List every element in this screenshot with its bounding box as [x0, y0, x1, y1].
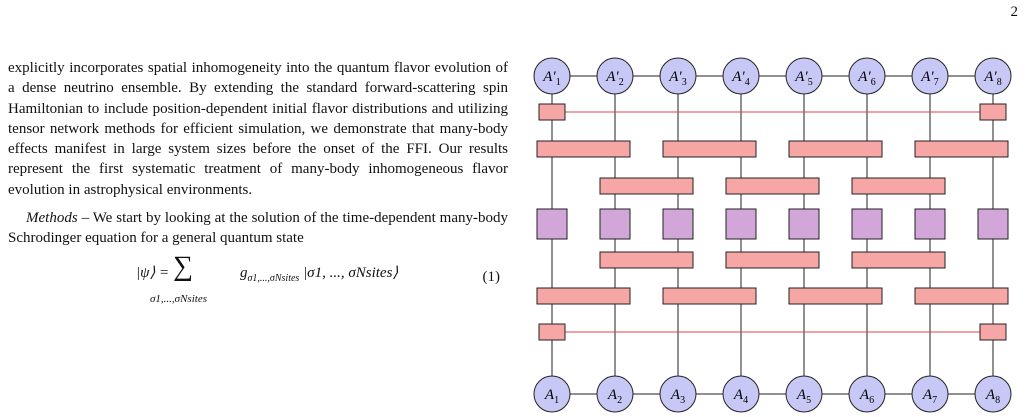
top-node-8-label: A′8	[983, 69, 1001, 88]
top-node-5-label: A′5	[794, 69, 812, 88]
gate-row4-4	[725, 251, 820, 269]
single-gate-6	[851, 208, 883, 240]
bottom-node-3-label: A3	[670, 387, 685, 406]
top-node-6	[848, 57, 886, 95]
end-gate-bottom-left	[538, 323, 566, 341]
gate-row1-7	[914, 140, 1009, 158]
summation-symbol: ∑	[173, 250, 193, 282]
single-gate-1	[536, 208, 568, 240]
bottom-node-8-label: A8	[985, 387, 1000, 406]
bottom-node-4-label: A4	[733, 387, 748, 406]
top-node-7	[911, 57, 949, 95]
top-node-2-label: A′2	[605, 69, 623, 88]
top-node-8	[974, 57, 1012, 95]
top-node-4-label: A′4	[731, 69, 749, 88]
equation-1: |ψ⟩ = ∑ σ1,...,σNsites gσ1,...,σNsites |…	[8, 252, 508, 313]
top-node-7-label: A′7	[920, 69, 938, 88]
bottom-node-1-label: A1	[544, 387, 559, 406]
gate-row5-3	[662, 287, 757, 305]
bottom-node-2	[596, 375, 634, 413]
methods-text: – We start by looking at the solution of…	[8, 210, 508, 247]
top-node-1	[533, 57, 571, 95]
bottom-node-7	[911, 375, 949, 413]
top-node-4	[722, 57, 760, 95]
top-node-6-label: A′6	[857, 69, 875, 88]
top-node-3	[659, 57, 697, 95]
gate-row2-2	[599, 177, 694, 195]
single-gate-7	[914, 208, 946, 240]
end-gate-top-left	[538, 103, 566, 121]
single-gate-5	[788, 208, 820, 240]
bottom-node-1	[533, 375, 571, 413]
bottom-node-7-label: A7	[922, 387, 937, 406]
methods-heading: Methods	[26, 210, 78, 227]
top-node-1-label: A′1	[542, 69, 560, 88]
single-gate-8	[977, 208, 1009, 240]
bottom-node-2-label: A2	[607, 387, 622, 406]
bottom-node-3	[659, 375, 697, 413]
bottom-node-5	[785, 375, 823, 413]
gate-row2-4	[725, 177, 820, 195]
tensor-network-diagram: A′1 A′2 A′3 A′4 A′5 A′6 A′7 A′8A1 A2 A3 A4 A5 A6 A7 A8	[533, 57, 1012, 413]
summation-subscript: σ1,...,σNsites	[150, 292, 207, 305]
text-column: explicitly incorporates spatial inhomoge…	[8, 58, 508, 313]
end-gate-bottom-right	[979, 323, 1007, 341]
gate-row1-5	[788, 140, 883, 158]
gate-row5-1	[536, 287, 631, 305]
gate-row5-7	[914, 287, 1009, 305]
paragraph-methods: Methods – We start by looking at the sol…	[8, 208, 508, 249]
top-node-2	[596, 57, 634, 95]
paragraph-intro: explicitly incorporates spatial inhomoge…	[8, 60, 508, 198]
top-node-5	[785, 57, 823, 95]
gate-row5-5	[788, 287, 883, 305]
equation-lhs: |ψ⟩ =	[136, 264, 170, 281]
gate-row2-6	[851, 177, 946, 195]
bottom-node-5-label: A5	[796, 387, 811, 406]
page-number: 2	[1010, 4, 1019, 20]
bottom-node-6	[848, 375, 886, 413]
top-node-3-label: A′3	[668, 69, 686, 88]
gate-row1-3	[662, 140, 757, 158]
single-gate-2	[599, 208, 631, 240]
equation-number: (1)	[482, 268, 501, 285]
bottom-node-4	[722, 375, 760, 413]
bottom-node-8	[974, 375, 1012, 413]
gate-row4-2	[599, 251, 694, 269]
single-gate-3	[662, 208, 694, 240]
end-gate-top-right	[979, 103, 1007, 121]
gate-row4-6	[851, 251, 946, 269]
gate-row1-1	[536, 140, 631, 158]
bottom-node-6-label: A6	[859, 387, 874, 406]
single-gate-4	[725, 208, 757, 240]
equation-rhs: gσ1,...,σNsites |σ1, ..., σNsites⟩	[240, 264, 399, 284]
